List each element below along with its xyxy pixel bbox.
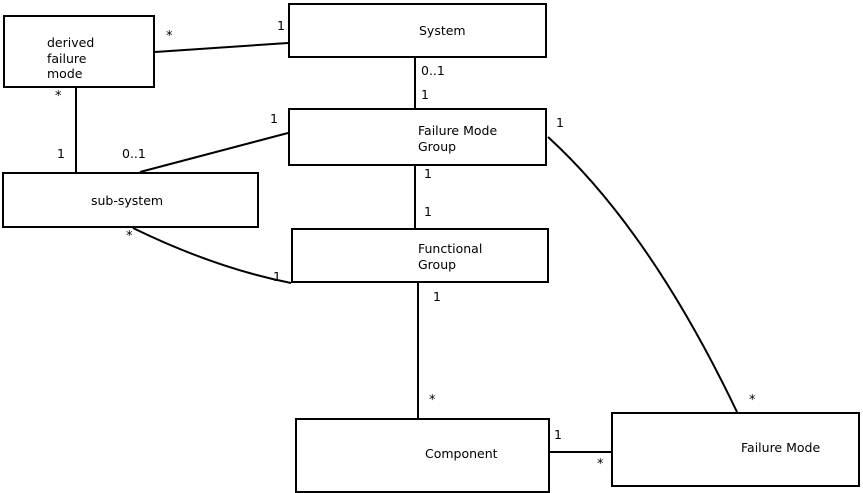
multiplicity-label: 0..1: [421, 63, 445, 78]
multiplicity-label: 1: [57, 146, 65, 161]
association-failure-mode-group-failure-mode: [547, 136, 738, 413]
class-box-sub-system[interactable]: sub-system: [2, 172, 259, 228]
multiplicity-label: 1: [273, 269, 281, 284]
multiplicity-label: 1: [424, 204, 432, 219]
multiplicity-label: 1: [277, 18, 285, 33]
class-box-failure-mode-group[interactable]: Failure Mode Group: [288, 108, 547, 166]
class-box-system[interactable]: System: [288, 3, 547, 58]
class-box-functional-group[interactable]: Functional Group: [291, 228, 549, 283]
class-label-component: Component: [425, 446, 498, 461]
multiplicity-label: 1: [424, 166, 432, 181]
class-box-failure-mode[interactable]: Failure Mode: [611, 412, 860, 487]
class-label-derived-failure-mode: derived failure mode: [47, 35, 95, 81]
multiplicity-label: *: [749, 393, 756, 408]
class-box-derived-failure-mode[interactable]: derived failure mode: [3, 15, 155, 88]
class-box-component[interactable]: Component: [295, 418, 550, 493]
class-label-functional-group: Functional Group: [418, 241, 483, 272]
association-derived-failure-mode-system: [154, 42, 289, 53]
multiplicity-label: 1: [433, 289, 441, 304]
multiplicity-label: *: [597, 457, 604, 472]
multiplicity-label: 1: [270, 111, 278, 126]
multiplicity-label: 1: [554, 427, 562, 442]
association-sub-system-functional-group: [132, 227, 292, 284]
multiplicity-label: 1: [556, 115, 564, 130]
multiplicity-label: 0..1: [122, 146, 146, 161]
association-sub-system-failure-mode-group: [139, 132, 289, 173]
multiplicity-label: *: [126, 229, 133, 244]
multiplicity-label: *: [429, 393, 436, 408]
class-label-failure-mode-group: Failure Mode Group: [418, 123, 498, 154]
class-label-system: System: [419, 23, 466, 38]
class-label-sub-system: sub-system: [91, 193, 164, 208]
multiplicity-label: *: [166, 29, 173, 44]
class-label-failure-mode: Failure Mode: [741, 440, 821, 455]
multiplicity-label: 1: [421, 87, 429, 102]
multiplicity-label: *: [55, 89, 62, 104]
